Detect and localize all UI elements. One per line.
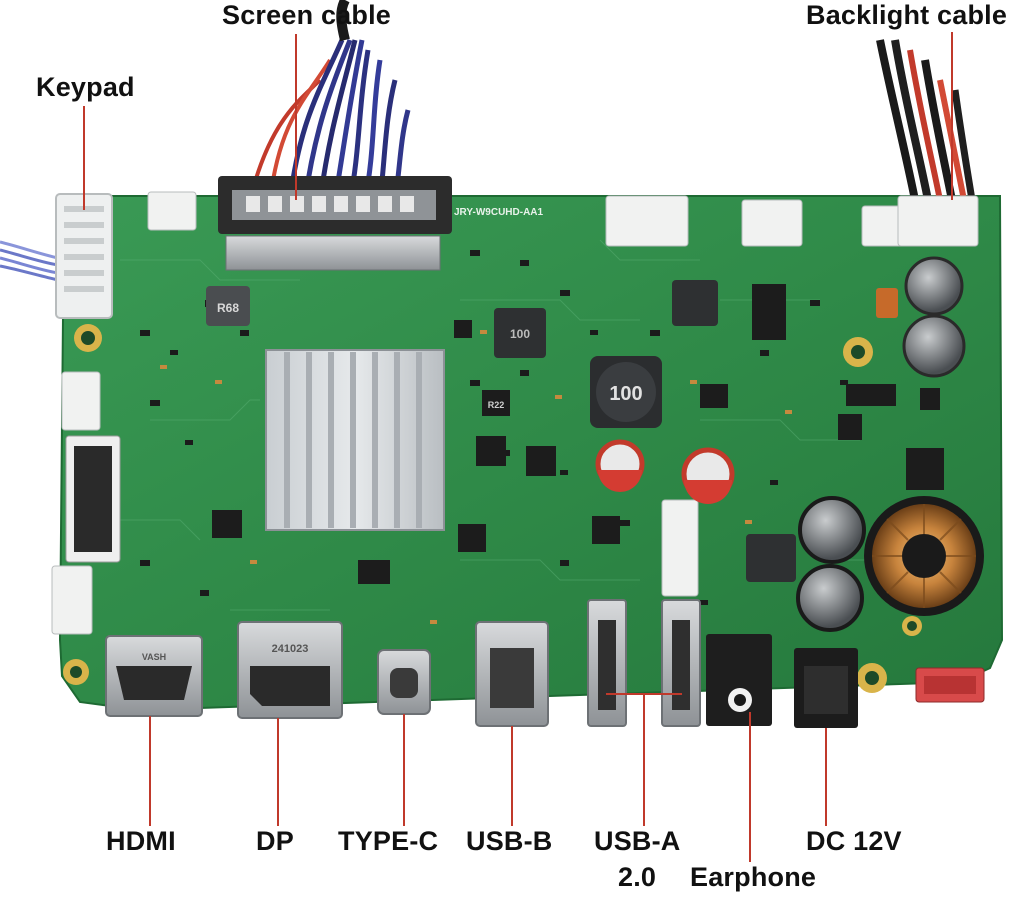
white-connector bbox=[51, 565, 93, 635]
capacitor bbox=[902, 314, 966, 378]
inductor-lower bbox=[746, 534, 796, 582]
ic-chip: R22 bbox=[212, 284, 944, 584]
label-dc-12v: DC 12V bbox=[806, 826, 902, 856]
svg-text:241023: 241023 bbox=[272, 643, 309, 655]
toroid-inductor bbox=[864, 496, 984, 616]
heatsink bbox=[265, 349, 445, 531]
red-connector bbox=[915, 667, 985, 703]
keypad-connector bbox=[0, 193, 113, 319]
svg-text:VASH: VASH bbox=[142, 652, 166, 662]
earphone-jack bbox=[706, 634, 772, 726]
inductor-right bbox=[672, 280, 718, 326]
mount-hole bbox=[74, 324, 102, 352]
svg-text:100: 100 bbox=[510, 327, 530, 341]
mount-hole bbox=[843, 337, 873, 367]
usb-a-port bbox=[661, 599, 701, 727]
label-backlight-cable: Backlight cable bbox=[806, 0, 1008, 30]
label-hdmi: HDMI bbox=[106, 826, 176, 856]
inductor-small: 100 bbox=[494, 308, 546, 358]
capacitor bbox=[796, 564, 864, 632]
label-earphone: Earphone bbox=[690, 862, 817, 892]
screen-cable bbox=[218, 0, 452, 271]
label-dp: DP bbox=[256, 826, 294, 856]
fuse bbox=[876, 288, 898, 318]
usb-b-port bbox=[475, 621, 549, 727]
mount-hole bbox=[902, 616, 922, 636]
label-usb-a: USB-A bbox=[594, 826, 681, 856]
label-type-c: TYPE-C bbox=[338, 826, 439, 856]
capacitor bbox=[681, 447, 735, 504]
dp-port: 241023 bbox=[237, 621, 343, 719]
svg-text:R68: R68 bbox=[217, 301, 239, 315]
hdmi-port: VASH bbox=[105, 635, 203, 717]
svg-text:R22: R22 bbox=[488, 400, 505, 410]
label-keypad: Keypad bbox=[36, 72, 135, 102]
white-connector bbox=[661, 499, 699, 597]
board-model-text: JRY-W9CUHD-AA1 bbox=[454, 207, 544, 218]
dc-jack bbox=[794, 648, 858, 728]
label-usb-a-version: 2.0 bbox=[618, 862, 657, 892]
label-usb-b: USB-B bbox=[466, 826, 553, 856]
white-connector bbox=[61, 371, 101, 431]
type-c-port bbox=[377, 649, 431, 715]
inductor-r68: R68 bbox=[206, 286, 250, 326]
mount-hole bbox=[63, 659, 89, 685]
white-connector bbox=[741, 199, 803, 247]
backlight-cable bbox=[876, 39, 979, 247]
capacitor bbox=[798, 496, 866, 564]
capacitor bbox=[904, 256, 964, 316]
label-screen-cable: Screen cable bbox=[222, 0, 392, 30]
capacitor bbox=[595, 439, 645, 492]
svg-text:100: 100 bbox=[609, 383, 642, 405]
callout-lines bbox=[83, 32, 953, 862]
white-connector bbox=[605, 195, 689, 247]
usb-a-port bbox=[587, 599, 627, 727]
white-connector bbox=[147, 191, 197, 231]
inductor-100: 100 bbox=[590, 356, 662, 428]
mount-hole bbox=[857, 663, 887, 693]
fpc-connector bbox=[65, 435, 121, 563]
